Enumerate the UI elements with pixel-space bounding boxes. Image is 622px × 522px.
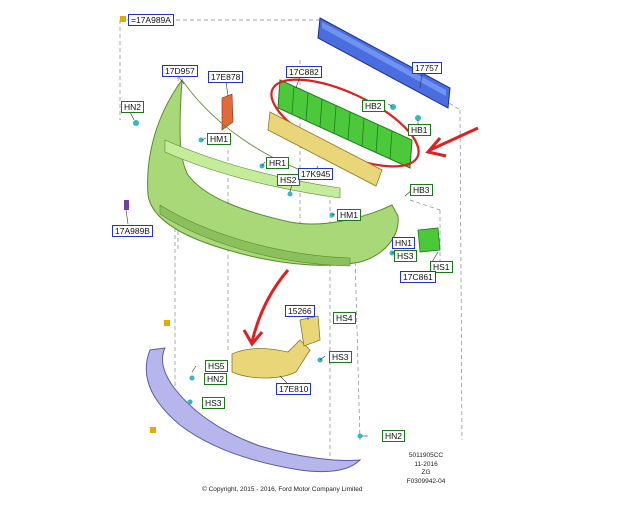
- label-text: 17A989A: [135, 15, 171, 25]
- fastener-label-hr1[interactable]: HR1: [266, 157, 290, 169]
- square-marker-icon: [120, 16, 126, 22]
- reinforcement-beam-highlight: [322, 22, 446, 96]
- center-bracket: [267, 111, 383, 187]
- part-label-17e810[interactable]: 17E810: [276, 383, 312, 395]
- fastener-label-hs3-mid[interactable]: HS3: [329, 351, 352, 363]
- fastener-label-hb3[interactable]: HB3: [410, 184, 433, 196]
- part-label-17757[interactable]: 17757: [412, 62, 442, 74]
- arrow-right-head: [425, 137, 447, 158]
- side-mount-bracket: [299, 315, 321, 347]
- clip-icon: [133, 120, 139, 126]
- fastener-label-hs5[interactable]: HS5: [205, 360, 228, 372]
- clip-icon: [189, 375, 195, 381]
- arrow-down-head: [242, 329, 264, 347]
- side-reflector: [221, 93, 234, 131]
- push-pin-icon: [124, 200, 129, 210]
- fastener-label-hs1[interactable]: HS1: [430, 261, 453, 273]
- absorber-ribs: [291, 85, 393, 160]
- part-label-17c861[interactable]: 17C861: [400, 271, 436, 283]
- fastener-label-hn2[interactable]: HN2: [121, 101, 145, 113]
- part-label-17a989a[interactable]: =17A989A: [128, 14, 174, 26]
- leader-lines: [125, 73, 439, 437]
- lower-bracket: [231, 339, 311, 379]
- reinforcement-beam: [317, 17, 451, 109]
- label-prefix: =: [131, 15, 136, 25]
- part-label-17d957[interactable]: 17D957: [162, 65, 198, 77]
- bumper-lower-lip: [159, 204, 351, 267]
- part-label-17a989b[interactable]: 17A989B: [112, 225, 153, 237]
- clip-icon: [415, 115, 421, 121]
- square-marker-icon: [164, 320, 170, 326]
- drawing-code-line: ZG: [421, 469, 431, 476]
- fastener-label-hs3-right[interactable]: HS3: [394, 250, 417, 262]
- part-label-17k945[interactable]: 17K945: [298, 168, 334, 180]
- fastener-label-hs2[interactable]: HS2: [277, 174, 300, 186]
- fastener-label-hs3-low[interactable]: HS3: [202, 397, 225, 409]
- drawing-code-line: 11-2016: [414, 460, 438, 468]
- arrow-down-shaft: [250, 269, 290, 343]
- square-marker-icon: [150, 427, 156, 433]
- part-label-15266[interactable]: 15266: [285, 305, 315, 317]
- energy-absorber-shape: [277, 79, 413, 169]
- fastener-label-hb2[interactable]: HB2: [362, 100, 385, 112]
- fastener-label-hn2-bottom[interactable]: HN2: [382, 430, 406, 442]
- clip-icon: [198, 137, 204, 143]
- drawing-codes: 5011905CC 11-2016 ZG F0309942-04: [396, 452, 456, 486]
- clip-icon: [287, 191, 293, 197]
- copyright-notice: © Copyright, 2015 - 2016, Ford Motor Com…: [202, 486, 363, 493]
- drawing-code-line: 5011905CC: [408, 452, 444, 459]
- clip-icon: [357, 433, 363, 439]
- lower-valance: [145, 347, 362, 473]
- clip-icon: [390, 104, 396, 110]
- energy-absorber: [277, 79, 413, 169]
- part-label-17e878[interactable]: 17E878: [208, 71, 244, 83]
- corner-bracket: [417, 227, 441, 253]
- fastener-label-hn1[interactable]: HN1: [392, 237, 416, 249]
- bumper-cover-body: [147, 78, 399, 266]
- part-label-17c882[interactable]: 17C882: [286, 66, 322, 78]
- fastener-label-hn2-mid[interactable]: HN2: [204, 373, 228, 385]
- clip-icon: [187, 399, 193, 405]
- fastener-label-hm1[interactable]: HM1: [207, 133, 231, 145]
- fastener-label-hb1[interactable]: HB1: [408, 124, 431, 136]
- drawing-code-line: F0309942-04: [406, 477, 446, 485]
- fastener-label-hs4[interactable]: HS4: [333, 312, 356, 324]
- fastener-label-hm1-mid[interactable]: HM1: [337, 209, 361, 221]
- arrow-right-shaft: [429, 126, 479, 152]
